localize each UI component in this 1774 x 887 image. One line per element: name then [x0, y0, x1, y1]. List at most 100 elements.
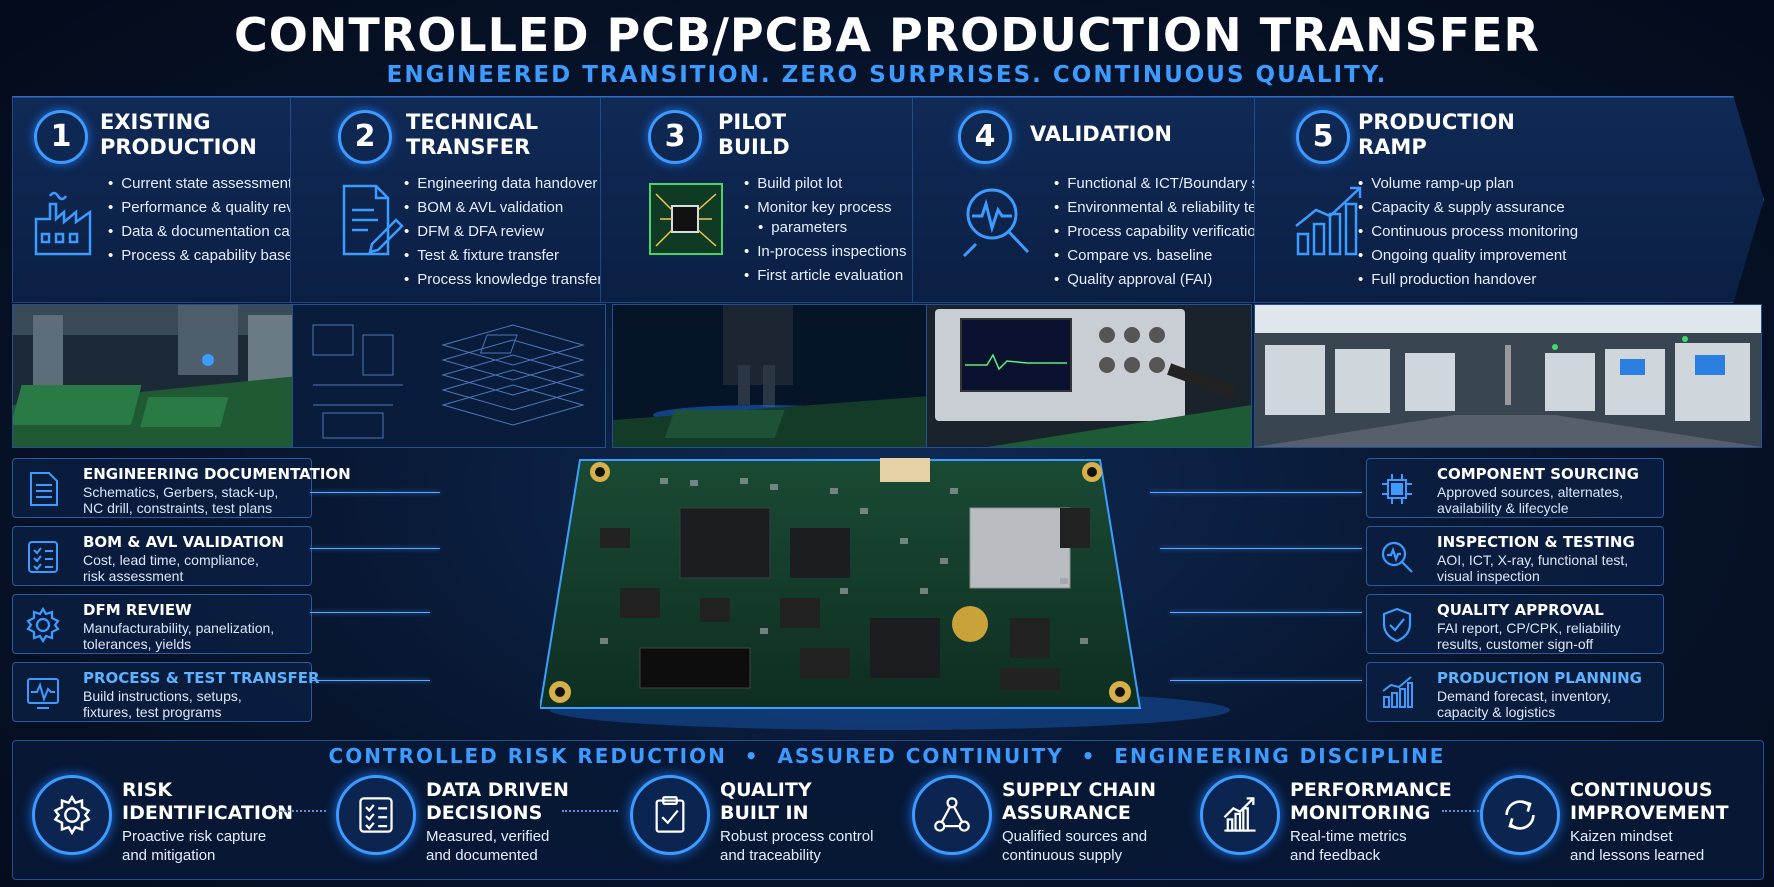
- circuit-board-icon: [649, 183, 723, 255]
- list-item: Capacity & supply assurance: [1358, 196, 1578, 220]
- shield-check-icon: [1382, 607, 1412, 643]
- step-1-photo: [12, 304, 309, 448]
- list-item: Quality approval (FAI): [1054, 268, 1283, 292]
- step-5-title: PRODUCTION RAMP: [1358, 110, 1515, 159]
- pillar-title: SUPPLY CHAIN ASSURANCE: [1002, 779, 1157, 824]
- step-3-title: PILOT BUILD: [718, 110, 790, 159]
- step-5: 5 PRODUCTION RAMP Volume ramp-up plan Ca…: [1254, 96, 1764, 448]
- magnifier-icon: [1381, 541, 1413, 573]
- step-5-photo: [1254, 304, 1762, 448]
- box-description: Manufacturability, panelization, toleran…: [83, 620, 275, 652]
- tagline: CONTROLLED RISK REDUCTION • ASSURED CONT…: [328, 744, 1446, 768]
- box-title: BOM & AVL VALIDATION: [83, 533, 284, 551]
- connector-line: [310, 548, 440, 549]
- box-description: AOI, ICT, X-ray, functional test, visual…: [1437, 552, 1629, 584]
- box-description: Demand forecast, inventory, capacity & l…: [1437, 688, 1612, 720]
- step-2-bullets: Engineering data handover BOM & AVL vali…: [404, 172, 602, 292]
- cycle-arrows-icon: [1505, 800, 1535, 830]
- step-3-number: 3: [648, 110, 702, 164]
- connector-line: [310, 612, 430, 613]
- box-description: Schematics, Gerbers, stack-up, NC drill,…: [83, 484, 279, 516]
- list-item: Data & documentation capture: [108, 220, 324, 244]
- process-steps: 1 EXISTING PRODUCTION Current state asse…: [12, 96, 1764, 448]
- box-description: FAI report, CP/CPK, reliability results,…: [1437, 620, 1621, 652]
- box-title: ENGINEERING DOCUMENTATION: [83, 465, 351, 483]
- step-1: 1 EXISTING PRODUCTION Current state asse…: [12, 96, 330, 448]
- pillar-data-driven-decisions: DATA DRIVEN DECISIONS Measured, verified…: [336, 775, 596, 875]
- list-item: parameters: [744, 216, 907, 240]
- pillar-quality-built-in: QUALITY BUILT IN Robust process control …: [630, 775, 900, 875]
- pillar-description: Kaizen mindset and lessons learned: [1570, 828, 1705, 864]
- step-4-photo: [926, 304, 1252, 448]
- step-4-title: VALIDATION: [1030, 122, 1172, 146]
- step-2-number: 2: [338, 110, 392, 164]
- list-item: Test & fixture transfer: [404, 244, 602, 268]
- pillar-title: CONTINUOUS IMPROVEMENT: [1570, 779, 1729, 824]
- document-icon: [30, 472, 58, 506]
- connector-line: [1170, 612, 1362, 613]
- pillar-continuous-improvement: CONTINUOUS IMPROVEMENT Kaizen mindset an…: [1480, 775, 1750, 875]
- step-2: 2 TECHNICAL TRANSFER Engineering data ha…: [290, 96, 634, 448]
- connector-line: [1170, 680, 1362, 681]
- pillar-title: RISK IDENTIFICATION: [122, 779, 294, 824]
- box-title: INSPECTION & TESTING: [1437, 533, 1635, 551]
- gear-icon: [26, 607, 60, 643]
- divider-dots: [562, 810, 618, 814]
- factory-icon: [34, 191, 92, 256]
- connector-line: [310, 680, 430, 681]
- list-item: BOM & AVL validation: [404, 196, 602, 220]
- pillar-title: PERFORMANCE MONITORING: [1290, 779, 1452, 824]
- pillar-description: Robust process control and traceability: [720, 828, 874, 864]
- divider-dots: [276, 810, 326, 814]
- step-3: 3 PILOT BUILD Build pilot lot Monitor ke…: [600, 96, 956, 448]
- list-item: Current state assessment: [108, 172, 324, 196]
- left-box-dfm-review: DFM REVIEW Manufacturability, panelizati…: [12, 594, 312, 654]
- pillar-title: QUALITY BUILT IN: [720, 779, 812, 824]
- list-item: Continuous process monitoring: [1358, 220, 1578, 244]
- waveform-monitor-icon: [27, 678, 59, 709]
- box-title: DFM REVIEW: [83, 601, 192, 619]
- step-4-number: 4: [958, 110, 1012, 164]
- list-item: DFM & DFA review: [404, 220, 602, 244]
- gear-icon: [53, 795, 91, 835]
- step-2-photo: [292, 304, 606, 448]
- document-edit-icon: [342, 184, 404, 256]
- pillar-title: DATA DRIVEN DECISIONS: [426, 779, 569, 824]
- checklist-icon: [359, 797, 393, 833]
- list-item: First article evaluation: [744, 264, 907, 288]
- pillar-description: Qualified sources and continuous supply: [1002, 828, 1148, 864]
- list-item: Monitor key process: [744, 196, 907, 220]
- right-box-component-sourcing: COMPONENT SOURCING Approved sources, alt…: [1366, 458, 1664, 518]
- box-description: Cost, lead time, compliance, risk assess…: [83, 552, 259, 584]
- pillar-description: Real-time metrics and feedback: [1290, 828, 1407, 864]
- box-description: Build instructions, setups, fixtures, te…: [83, 688, 242, 720]
- box-title: COMPONENT SOURCING: [1437, 465, 1639, 483]
- list-item: Compare vs. baseline: [1054, 244, 1283, 268]
- pillar-description: Proactive risk capture and mitigation: [122, 828, 267, 864]
- pcb-board-image: [540, 458, 1230, 730]
- pillar-description: Measured, verified and documented: [426, 828, 550, 864]
- step-1-title: EXISTING PRODUCTION: [100, 110, 257, 159]
- step-1-number: 1: [34, 110, 88, 164]
- step-4-bullets: Functional & ICT/Boundary scan Environme…: [1054, 172, 1283, 292]
- connector-line: [310, 492, 440, 493]
- connector-line: [1160, 548, 1362, 549]
- clipboard-check-icon: [655, 796, 685, 833]
- step-4: 4 VALIDATION Functional & ICT/Boundary s…: [912, 96, 1296, 448]
- left-box-engineering-documentation: ENGINEERING DOCUMENTATION Schematics, Ge…: [12, 458, 351, 518]
- page-title: CONTROLLED PCB/PCBA PRODUCTION TRANSFER: [234, 8, 1540, 62]
- list-item: Process capability verification: [1054, 220, 1283, 244]
- left-box-bom-avl: BOM & AVL VALIDATION Cost, lead time, co…: [12, 526, 312, 586]
- step-5-number: 5: [1296, 110, 1350, 164]
- network-icon: [934, 797, 970, 832]
- step-3-bullets: Build pilot lot Monitor key process para…: [744, 172, 907, 288]
- box-title: QUALITY APPROVAL: [1437, 601, 1604, 619]
- list-item: Performance & quality review: [108, 196, 324, 220]
- step-3-photo: [612, 304, 944, 448]
- pillar-risk-identification: RISK IDENTIFICATION Proactive risk captu…: [32, 775, 294, 875]
- list-item: Functional & ICT/Boundary scan: [1054, 172, 1283, 196]
- list-item: Environmental & reliability tests: [1054, 196, 1283, 220]
- list-item: Build pilot lot: [744, 172, 907, 196]
- list-item: Process & capability baseline: [108, 244, 324, 268]
- pillar-supply-chain-assurance: SUPPLY CHAIN ASSURANCE Qualified sources…: [912, 775, 1182, 875]
